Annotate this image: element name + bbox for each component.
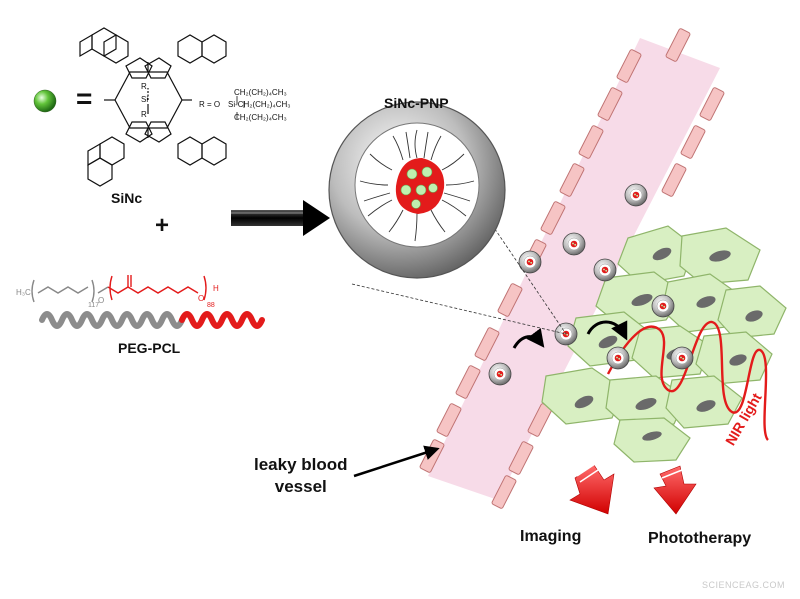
imaging-label: Imaging [520,528,582,545]
sinc-molecule [79,27,227,187]
r-substituent [236,96,245,119]
peg-oxygen: O [98,296,105,305]
leaky-vessel-pointer [353,445,440,478]
phototherapy-label: Phototherapy [648,530,752,547]
core-r-top: R [141,82,147,91]
peg-h3c: H₃C [16,288,31,297]
peg-pcl-label: PEG-PCL [118,340,181,356]
equals-sign: = [76,83,93,114]
process-arrow [231,200,330,236]
sinc-pnp-label: SiNc-PNP [384,95,449,111]
r-chain-top: CH₂(CH₂)₄CH₃ [234,88,287,97]
zoom-guide-lines [351,141,567,335]
cell-uptake-arrow [586,320,628,341]
r-chain-mid: Si-CH₂(CH₂)₄CH₃ [228,100,291,109]
leaky-label-line2: vessel [274,477,327,496]
leaky-blood-vessel-label: leaky blood vessel [254,454,348,498]
r-definition: R = O [199,100,221,109]
extravasation-arrow [512,327,545,349]
plus-sign: + [155,212,170,239]
sinc-sphere-icon [33,89,57,113]
sinc-label: SiNc [111,190,143,206]
leaky-label-line1: leaky blood [254,455,348,474]
pcl-helix [179,311,265,329]
phototherapy-arrow [653,463,697,515]
peg-repeat-117: 117 [88,302,100,309]
core-r-bottom: R [141,110,147,119]
core-si: Si [141,95,149,104]
peg-helix [39,311,185,329]
sinc-pnp-particle [328,101,506,279]
pcl-oxygen: O [198,294,205,303]
r-chain-bottom: CH₂(CH₂)₄CH₃ [234,113,287,122]
watermark: SCIENCEAG.COM [702,580,786,590]
vessel-wall-right [491,28,725,509]
pcl-repeat-88: 88 [207,302,215,309]
imaging-arrow [569,463,615,515]
cell-nuclei [574,247,763,441]
peg-pcl-structure [31,275,207,303]
pcl-hydrogen: H [213,284,219,293]
nir-light-wave [606,320,770,441]
